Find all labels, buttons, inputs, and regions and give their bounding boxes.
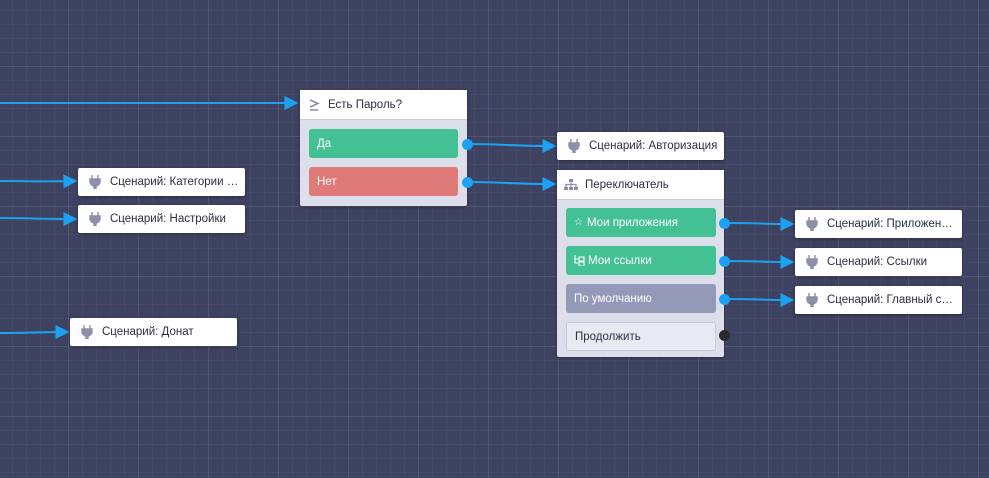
- star-icon: ☆: [574, 217, 583, 228]
- output-port-my-apps[interactable]: [719, 218, 730, 229]
- plug-icon: [803, 293, 821, 307]
- output-port-yes[interactable]: [462, 139, 473, 150]
- wire-yes-to-auth: [466, 138, 557, 153]
- scenario-node-authorization[interactable]: Сценарий: Авторизация: [557, 132, 724, 160]
- option-label: Нет: [317, 175, 337, 188]
- option-continue[interactable]: Продолжить: [566, 322, 716, 351]
- output-port-my-links[interactable]: [719, 256, 730, 267]
- option-label: Мои ссылки: [588, 254, 652, 267]
- wire-apps: [724, 216, 795, 231]
- plug-icon: [565, 139, 583, 153]
- plug-icon: [86, 175, 104, 189]
- output-port-continue[interactable]: [719, 330, 730, 341]
- switch-block-title: Переключатель: [585, 178, 669, 191]
- scenario-node-donate[interactable]: Сценарий: Донат: [70, 318, 237, 346]
- plug-icon: [86, 212, 104, 226]
- wire-to-donate: [0, 325, 70, 340]
- scenario-node-settings[interactable]: Сценарий: Настройки: [78, 205, 245, 233]
- scenario-node-links[interactable]: Сценарий: Ссылки: [795, 248, 962, 276]
- condition-block-title: Есть Пароль?: [328, 98, 403, 111]
- option-label: По умолчанию: [574, 292, 652, 305]
- option-no[interactable]: Нет: [309, 167, 458, 196]
- plug-icon: [803, 217, 821, 231]
- plug-icon: [78, 325, 96, 339]
- wire-main: [724, 292, 795, 307]
- condition-block[interactable]: Есть Пароль? Да Нет: [300, 90, 467, 206]
- scenario-label: Сценарий: Главный сц...: [827, 294, 958, 306]
- scenario-node-main[interactable]: Сценарий: Главный сц...: [795, 286, 962, 314]
- sitemap-icon: [563, 178, 579, 191]
- option-yes[interactable]: Да: [309, 129, 458, 158]
- scenario-label: Сценарий: Категории п...: [110, 176, 243, 188]
- option-label: Мои приложения: [586, 216, 678, 229]
- scenario-node-apps[interactable]: Сценарий: Приложени...: [795, 210, 962, 238]
- option-label: Продолжить: [575, 330, 641, 343]
- output-port-no[interactable]: [462, 177, 473, 188]
- scenario-label: Сценарий: Приложени...: [827, 218, 958, 230]
- option-my-links[interactable]: Мои ссылки: [566, 246, 716, 275]
- scenario-label: Сценарий: Авторизация: [589, 140, 718, 152]
- option-my-apps[interactable]: ☆ Мои приложения: [566, 208, 716, 237]
- switch-block-header[interactable]: Переключатель: [557, 170, 724, 200]
- option-default[interactable]: По умолчанию: [566, 284, 716, 313]
- wire-links: [724, 254, 795, 269]
- scenario-label: Сценарий: Настройки: [110, 213, 226, 225]
- scenario-label: Сценарий: Ссылки: [827, 256, 928, 268]
- scenario-label: Сценарий: Донат: [102, 326, 194, 338]
- plug-icon: [803, 255, 821, 269]
- option-label: Да: [317, 137, 332, 150]
- wire-no-to-switch: [466, 176, 557, 191]
- scenario-node-categories[interactable]: Сценарий: Категории п...: [78, 168, 245, 196]
- wire-to-settings: [0, 211, 78, 226]
- switch-block[interactable]: Переключатель ☆ Мои приложения Мои ссылк…: [557, 170, 724, 357]
- condition-block-header[interactable]: Есть Пароль?: [300, 90, 467, 120]
- greater-or-equal-icon: [306, 98, 322, 111]
- tree-icon: [574, 255, 585, 266]
- output-port-default[interactable]: [719, 294, 730, 305]
